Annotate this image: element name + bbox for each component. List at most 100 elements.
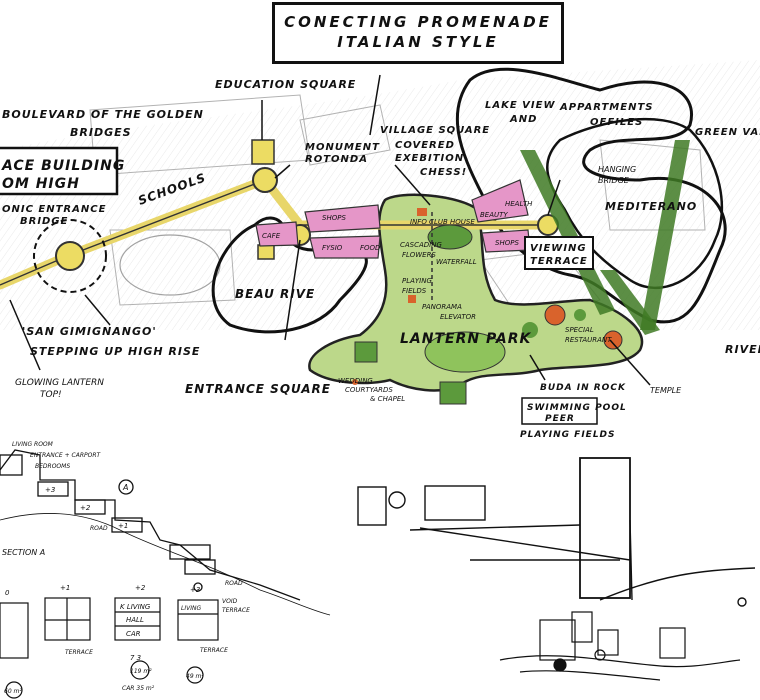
label-elevator: ELEVATOR [440, 313, 476, 321]
floor-plan-labels: 0 +1 +2 +3 K LIVING HALL CAR LIVING VOID… [4, 584, 250, 695]
label-bedrooms: BEDROOMS [35, 463, 70, 470]
label-plus3: +3 [45, 486, 55, 494]
label-san-gimignano: 'SAN GIMIGNANGO' [22, 325, 157, 338]
label-plus1: +1 [118, 522, 128, 530]
village-perspective-sketch [499, 611, 741, 681]
label-green-valley: GREEN VAL [695, 127, 760, 138]
label-terrace-3: TERRACE [200, 647, 228, 654]
label-boulevard: BOULEVARD OF THE GOLDEN [2, 108, 204, 121]
label-river: RIVER [725, 343, 760, 356]
label-lake-view: LAKE VIEW [485, 100, 556, 111]
label-car: CAR [126, 630, 141, 638]
label-exhibition: EXEBITION [395, 153, 464, 164]
label-terrace: TERRACE [530, 256, 588, 267]
label-a-marker: A [122, 483, 128, 492]
label-iconic-bridge: ONIC ENTRANCE [2, 204, 106, 215]
label-hall: HALL [126, 616, 144, 624]
label-village-square: VILLAGE SQUARE [380, 125, 490, 136]
label-monument: MONUMENT [305, 142, 380, 153]
label-top: TOP! [40, 390, 62, 400]
label-road-2: ROAD [225, 580, 243, 587]
label-special: SPECIAL [565, 326, 594, 334]
green-valley-trees [520, 140, 690, 335]
hillside-section-sketch [0, 449, 331, 616]
label-area-2: 119 m² [130, 668, 152, 675]
label-shops-right: SHOPS [495, 239, 519, 247]
label-buda: BUDA IN ROCK [540, 383, 626, 393]
label-cafe: CAFE [262, 232, 281, 240]
label-high: OM HIGH [2, 176, 80, 192]
label-education-square: EDUCATION SQUARE [215, 78, 356, 91]
label-glowing: GLOWING LANTERN [15, 378, 104, 388]
label-nums: 7 3 [130, 654, 141, 662]
label-fysio: FYSIO [322, 244, 343, 252]
label-and: AND [509, 114, 537, 125]
label-entrance-carport: ENTRANCE + CARPORT [30, 452, 102, 459]
label-living: LIVING [181, 605, 201, 612]
label-car-area: CAR 35 m² [122, 685, 155, 692]
label-offices: OFFILES [590, 117, 643, 128]
skyline-perspective-sketch [357, 457, 756, 607]
label-covered: COVERED [395, 140, 455, 151]
label-cascading: CASCADING [400, 241, 442, 249]
leader-lines [9, 74, 651, 386]
label-entrance-square: ENTRANCE SQUARE [185, 382, 331, 396]
viewing-terrace-box [524, 236, 594, 270]
floor-plans [0, 597, 219, 699]
label-wedding: WEDDING [338, 377, 373, 385]
pink-shops [255, 179, 531, 259]
lantern-park-area [308, 193, 644, 392]
title-line-2: ITALIAN STYLE [337, 33, 499, 51]
label-terrace-1: TERRACE [222, 607, 250, 614]
map-labels: BOULEVARD OF THE GOLDEN BRIDGES EDUCATIO… [1, 78, 760, 440]
title-line-1: CONECTING PROMENADE [284, 13, 552, 31]
education-square-marker [251, 139, 275, 165]
label-waterfall: WATERFALL [436, 258, 477, 266]
label-zero: 0 [5, 589, 10, 597]
label-road-1: ROAD [90, 525, 108, 532]
label-viewing: VIEWING [530, 243, 587, 254]
label-food: FOOD [360, 244, 381, 252]
label-appartments: APPARTMENTS [559, 102, 653, 113]
label-beauty: BEAUTY [480, 211, 508, 219]
swimming-box [521, 397, 598, 425]
label-info-club: INFO CLUB HOUSE [410, 218, 475, 226]
label-playing-center: PLAYING [402, 277, 432, 285]
label-courtyards: COURTYARDS [345, 386, 393, 394]
label-lantern-park: LANTERN PARK [400, 331, 532, 347]
label-chapel: & CHAPEL [370, 395, 405, 403]
label-chess: CHESS! [420, 167, 467, 178]
label-panorama: PANORAMA [422, 303, 462, 311]
label-hanging: HANGING [598, 165, 636, 174]
park-features [352, 208, 623, 405]
label-plan-plus3: +3 [190, 586, 200, 594]
label-temple: TEMPLE [650, 386, 682, 395]
label-playing-center-2: FIELDS [402, 287, 427, 295]
label-rotonda: ROTONDA [305, 154, 368, 165]
palace-box [0, 146, 119, 196]
label-living-room: LIVING ROOM [12, 441, 54, 448]
label-plus2: +2 [80, 504, 91, 512]
section-labels: LIVING ROOM ENTRANCE + CARPORT BEDROOMS … [2, 441, 243, 587]
label-iconic-bridge-2: BRIDGE [20, 216, 68, 227]
label-flowers: FLOWERS [402, 251, 436, 259]
label-plan-plus1: +1 [60, 584, 70, 592]
label-bridges: BRIDGES [70, 126, 132, 139]
cafe-marker [257, 244, 275, 260]
label-section-a: SECTION A [2, 548, 45, 557]
label-health: HEALTH [505, 200, 533, 208]
label-stepping-up: STEPPING UP HIGH RISE [30, 345, 200, 358]
label-plan-plus2: +2 [135, 584, 146, 592]
label-area-3: 49 m² [186, 673, 204, 680]
label-palace-building: ACE BUILDING [1, 158, 125, 174]
label-k-living: K LIVING [120, 603, 151, 611]
label-beau-rive: BEAU RIVE [235, 287, 315, 301]
label-restaurant: RESTAURANT [565, 336, 612, 344]
label-area-1: 60 m² [4, 688, 22, 695]
label-void: VOID [222, 598, 238, 605]
label-peer: PEER [545, 414, 575, 424]
label-shops-left: SHOPS [322, 214, 346, 222]
title-box: CONECTING PROMENADE ITALIAN STYLE [272, 2, 564, 64]
label-playing-fields: PLAYING FIELDS [520, 430, 616, 440]
